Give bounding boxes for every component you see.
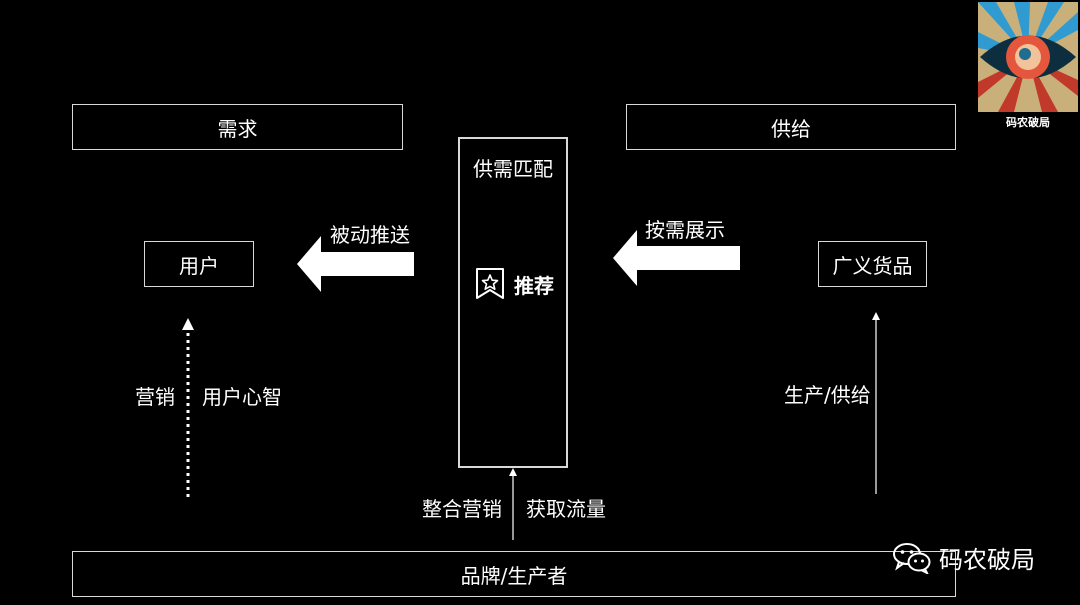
recommend-label: 推荐 xyxy=(514,274,554,298)
brand-label: 品牌/生产者 xyxy=(460,563,568,588)
logo-caption: 码农破局 xyxy=(1006,116,1050,129)
brand-box: 品牌/生产者 xyxy=(72,551,956,597)
supply-box: 供给 xyxy=(626,104,956,150)
production-supply-label: 生产/供给 xyxy=(784,383,871,407)
goods-label: 广义货品 xyxy=(832,253,913,278)
demand-label: 需求 xyxy=(217,116,258,141)
watermark-text: 码农破局 xyxy=(939,546,1035,574)
user-box: 用户 xyxy=(144,241,254,287)
matching-label: 供需匹配 xyxy=(473,157,553,181)
marketing-label: 营销 xyxy=(135,385,175,409)
goods-box: 广义货品 xyxy=(818,241,927,287)
user-label: 用户 xyxy=(179,253,219,278)
user-mindset-label: 用户心智 xyxy=(202,385,282,409)
production-arrowhead xyxy=(872,312,880,320)
integrated-marketing-label: 整合营销 xyxy=(422,497,502,521)
marketing-arrowhead xyxy=(182,318,194,330)
acquire-traffic-label: 获取流量 xyxy=(526,497,606,521)
passive-push-label: 被动推送 xyxy=(330,223,410,247)
matching-box: 供需匹配 xyxy=(458,137,568,468)
on-demand-display-label: 按需展示 xyxy=(645,218,725,242)
brand-logo xyxy=(978,2,1078,112)
wechat-icon xyxy=(893,542,931,574)
wechat-watermark: 码农破局 xyxy=(893,540,1035,575)
traffic-arrowhead xyxy=(509,468,517,476)
supply-label: 供给 xyxy=(771,116,811,141)
demand-box: 需求 xyxy=(72,104,403,150)
